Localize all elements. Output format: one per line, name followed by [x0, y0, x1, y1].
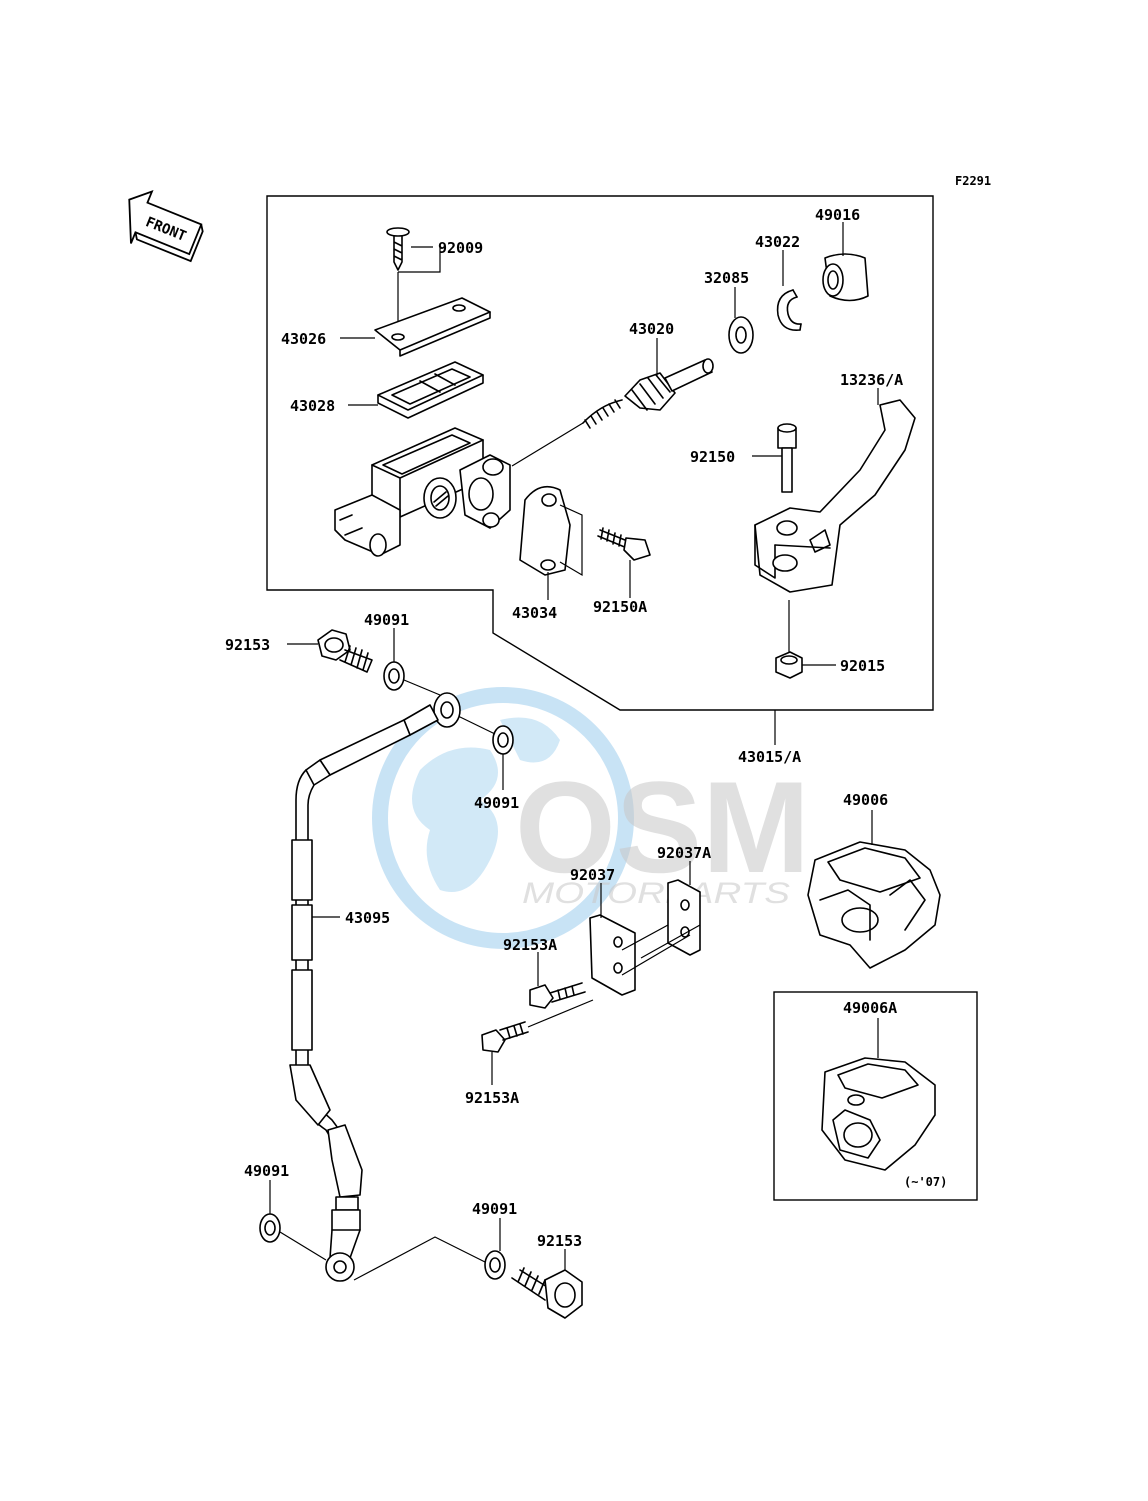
label-92153-bottom: 92153 [537, 1232, 582, 1250]
screw-92009 [386, 227, 410, 271]
label-49091-bottom-right: 49091 [472, 1200, 517, 1218]
label-43034: 43034 [512, 604, 557, 622]
label-43095: 43095 [345, 909, 390, 927]
label-49006A-note: (~'07) [904, 1175, 947, 1189]
diaphragm-43028 [377, 361, 484, 419]
circlip-43022 [776, 289, 802, 332]
watermark-sub: MOTORPARTS [522, 877, 790, 910]
pivot-bolt-92150 [777, 423, 797, 493]
brake-hose-43095 [289, 692, 461, 1282]
guard-49006A [821, 1057, 936, 1171]
bracket-92037A [667, 879, 701, 956]
label-13236A: 13236/A [840, 371, 903, 389]
washer-32085 [728, 316, 754, 354]
bolt-92153A-lower [481, 1021, 529, 1053]
label-43020: 43020 [629, 320, 674, 338]
label-92009: 92009 [438, 239, 483, 257]
label-43026: 43026 [281, 330, 326, 348]
nut-92015 [775, 651, 803, 679]
diagram-code: F2291 [955, 174, 991, 188]
label-32085: 32085 [704, 269, 749, 287]
cover-43026 [374, 297, 491, 357]
banjo-bolt-92153-top [317, 629, 373, 673]
master-cylinder-body [334, 427, 511, 557]
boot-49016 [822, 253, 869, 302]
clamp-43034 [519, 485, 571, 576]
assembly-frame [266, 195, 934, 711]
bracket-92037 [589, 914, 636, 996]
front-arrow-icon: FRONT [128, 190, 204, 263]
watermark-brand: OSM [515, 754, 810, 900]
frame-49006A [773, 991, 978, 1201]
label-49016: 49016 [815, 206, 860, 224]
label-92153-top: 92153 [225, 636, 270, 654]
lever-13236A [754, 399, 916, 593]
bolt-92153A-upper [529, 982, 586, 1009]
watermark-continents [412, 717, 560, 892]
watermark-globe [372, 687, 634, 949]
label-49091-top: 49091 [364, 611, 409, 629]
label-43022: 43022 [755, 233, 800, 251]
label-43028: 43028 [290, 397, 335, 415]
watermark: OSM MOTORPARTS [372, 687, 810, 949]
washer-49091-bottom-left [259, 1213, 281, 1243]
label-43015A: 43015/A [738, 748, 801, 766]
label-49006: 49006 [843, 791, 888, 809]
washer-49091-top [383, 661, 405, 691]
bolt-92150A [597, 527, 651, 561]
banjo-bolt-92153-bottom [511, 1267, 583, 1319]
label-92037: 92037 [570, 866, 615, 884]
label-92150: 92150 [690, 448, 735, 466]
guard-49006 [807, 841, 941, 969]
label-92153A-lower: 92153A [465, 1089, 519, 1107]
washer-49091-mid [492, 725, 514, 755]
label-49091-bottom-left: 49091 [244, 1162, 289, 1180]
piston-43020 [582, 358, 714, 429]
label-49091-mid: 49091 [474, 794, 519, 812]
label-92150A: 92150A [593, 598, 647, 616]
label-92153A-upper: 92153A [503, 936, 557, 954]
label-92037A: 92037A [657, 844, 711, 862]
washer-49091-bottom-right [484, 1250, 506, 1280]
label-92015: 92015 [840, 657, 885, 675]
label-49006A: 49006A [843, 999, 897, 1017]
